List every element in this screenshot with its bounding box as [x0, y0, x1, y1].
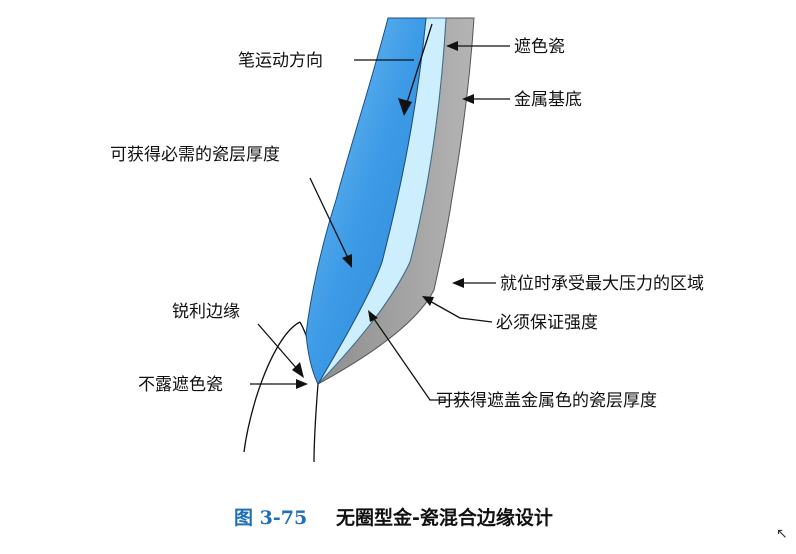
figure-caption: 无圈型金-瓷混合边缘设计: [336, 506, 553, 529]
arrowhead-opaque: [446, 41, 458, 51]
label-opaque-porcelain: 遮色瓷: [514, 37, 565, 57]
body-porcelain-layer: [305, 17, 427, 386]
leader-sharp-edge: [257, 323, 299, 371]
arrowhead-cover-metal: [368, 310, 378, 322]
leader-required-thickness: [309, 177, 349, 259]
pen-direction-arrowhead: [398, 98, 412, 116]
arrowhead-metal: [462, 94, 474, 104]
leader-ensure-strength: [427, 299, 493, 323]
label-metal-base: 金属基底: [514, 90, 582, 110]
arrowhead-required-thickness: [342, 254, 352, 268]
leader-cover-metal: [371, 315, 470, 401]
label-ensure-strength: 必须保证强度: [496, 313, 598, 333]
label-required-thickness: 可获得必需的瓷层厚度: [110, 145, 280, 165]
pen-direction-arrow-shaft: [403, 23, 433, 113]
figure-number: 图 3-75: [234, 507, 307, 529]
arrowhead-ensure-strength: [422, 296, 434, 306]
label-cover-metal-thickness: 可获得遮盖金属色的瓷层厚度: [436, 391, 657, 411]
arrowhead-max-pressure: [452, 278, 464, 288]
tooth-contour-left: [243, 321, 301, 453]
label-sharp-edge: 锐利边缘: [172, 302, 240, 322]
label-max-pressure-area: 就位时承受最大压力的区域: [500, 274, 704, 294]
arrowhead-no-exposed: [296, 379, 308, 389]
label-no-exposed-opaque: 不露遮色瓷: [138, 375, 223, 395]
corner-mark: ↖: [776, 526, 788, 542]
label-pen-direction: 笔运动方向: [238, 51, 323, 71]
arrowhead-sharp-edge: [292, 362, 304, 378]
